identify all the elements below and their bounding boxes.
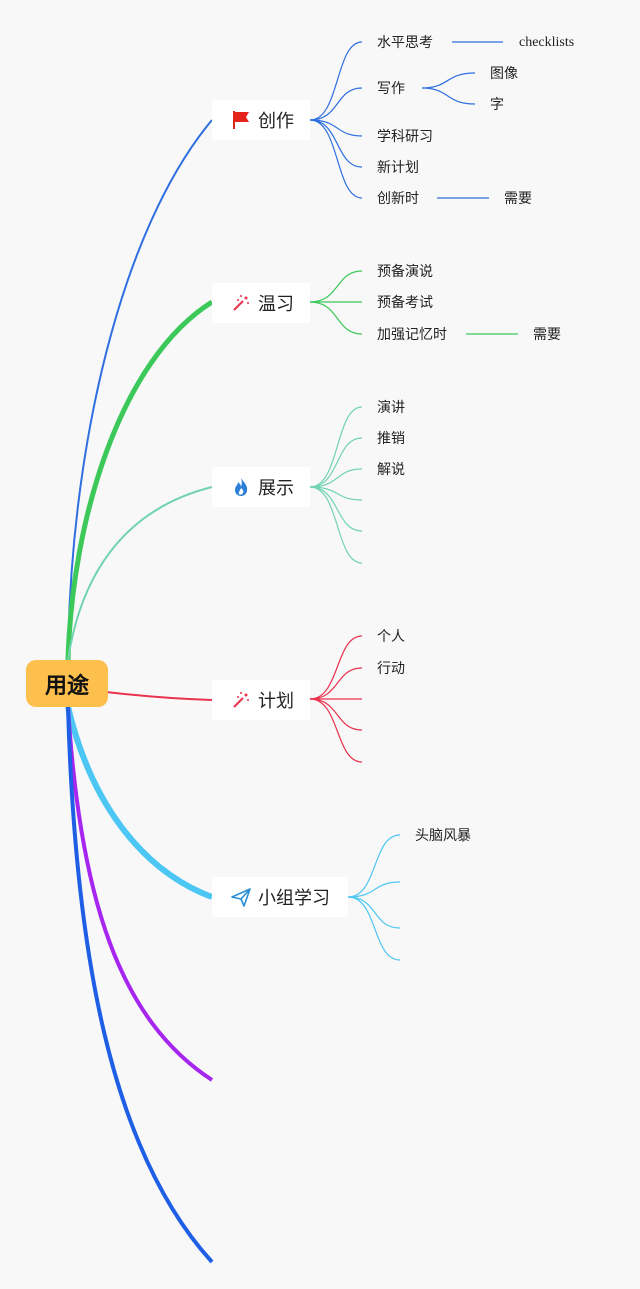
links-xiaozu xyxy=(347,834,401,961)
leaf-xuyao-1[interactable]: 需要 xyxy=(504,191,532,207)
leaf-tuxiang[interactable]: 图像 xyxy=(490,66,518,82)
branch-xiaozu[interactable]: 小组学习 xyxy=(212,877,348,917)
leaf-xinjihua[interactable]: 新计划 xyxy=(377,160,419,176)
root-node[interactable]: 用途 xyxy=(26,660,108,707)
branch-label: 小组学习 xyxy=(258,888,330,909)
leaf-yubei-kaoshi[interactable]: 预备考试 xyxy=(377,295,433,311)
branch-label: 展示 xyxy=(258,478,294,499)
leaf-tounao-fengbao[interactable]: 头脑风暴 xyxy=(415,828,471,844)
leaf-yubei-yanshuo[interactable]: 预备演说 xyxy=(377,264,433,280)
red-flag-icon xyxy=(230,109,252,131)
branch-jihua[interactable]: 计划 xyxy=(212,680,310,720)
leaf-geren[interactable]: 个人 xyxy=(377,629,405,645)
link-root-jihua xyxy=(105,691,213,701)
branch-label: 计划 xyxy=(258,691,294,712)
branch-zhanshi[interactable]: 展示 xyxy=(212,467,310,507)
link-root-wenxi xyxy=(65,299,214,661)
leaf-chuangxinshi[interactable]: 创新时 xyxy=(377,191,419,207)
leaf-jiaqiang-jiyi[interactable]: 加强记忆时 xyxy=(377,327,447,343)
paper-plane-icon xyxy=(230,886,252,908)
leaf-yanjiang[interactable]: 演讲 xyxy=(377,400,405,416)
leaf-jieshuo[interactable]: 解说 xyxy=(377,462,405,478)
links-wenxi xyxy=(309,270,518,335)
link-root-chuangzuo xyxy=(67,119,213,661)
root-label: 用途 xyxy=(44,673,89,699)
leaf-xiezuo[interactable]: 写作 xyxy=(377,81,405,97)
link-root-extra-2 xyxy=(66,706,214,1264)
branch-chuangzuo[interactable]: 创作 xyxy=(212,100,310,140)
leaf-tuixiao[interactable]: 推销 xyxy=(377,431,405,447)
leaf-xingdong[interactable]: 行动 xyxy=(377,661,405,677)
fire-icon xyxy=(230,476,252,498)
branch-wenxi[interactable]: 温习 xyxy=(212,283,310,323)
branch-label: 温习 xyxy=(258,294,294,315)
link-root-xiaozu xyxy=(65,706,214,900)
magic-wand-icon xyxy=(230,292,252,314)
link-root-extra-1 xyxy=(66,706,214,1082)
links-zhanshi xyxy=(309,406,363,564)
leaf-shuiping[interactable]: 水平思考 xyxy=(377,35,433,51)
links-chuangzuo xyxy=(309,41,503,199)
leaf-zi[interactable]: 字 xyxy=(490,97,504,113)
branch-label: 创作 xyxy=(258,111,294,132)
leaf-checklists[interactable]: checklists xyxy=(519,35,575,50)
leaf-xuyao-2[interactable]: 需要 xyxy=(533,327,561,343)
leaf-xueke[interactable]: 学科研习 xyxy=(377,129,433,145)
links-jihua xyxy=(309,635,363,763)
magic-wand-icon xyxy=(230,689,252,711)
link-root-zhanshi xyxy=(67,486,213,661)
